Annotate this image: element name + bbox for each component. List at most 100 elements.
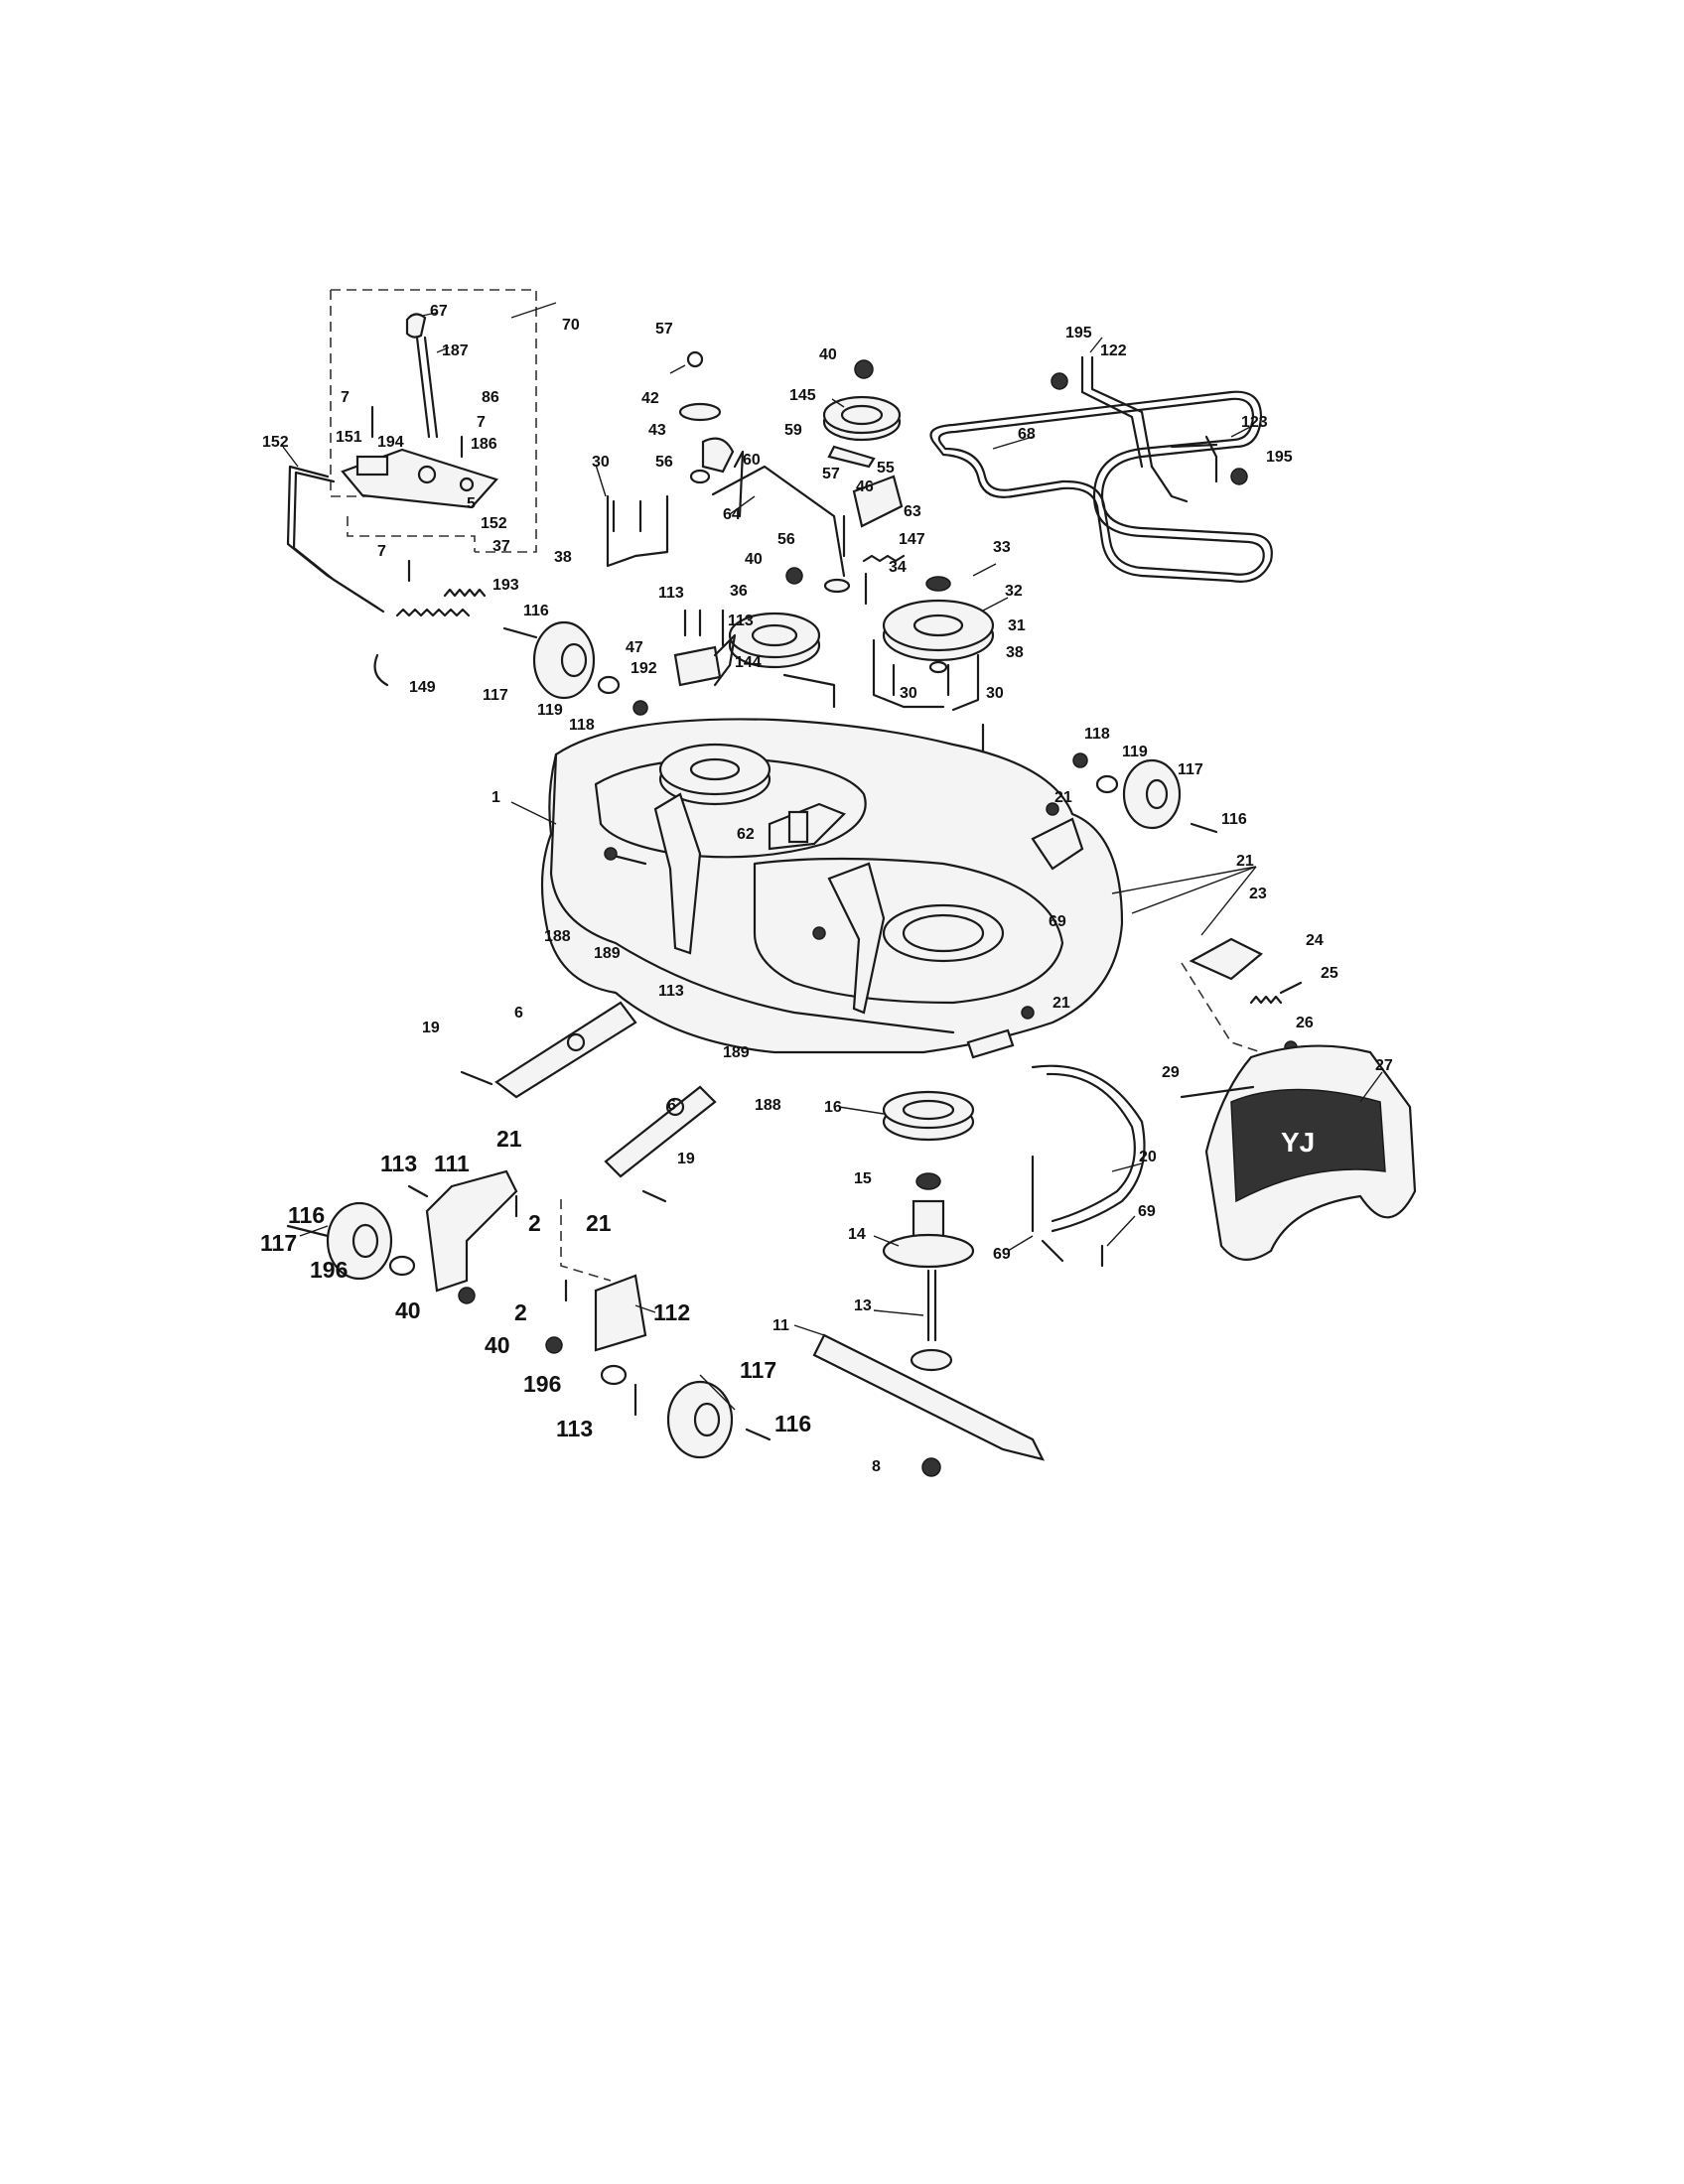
callout-194: 194: [377, 434, 404, 451]
callout-27: 27: [1375, 1057, 1393, 1074]
callout-5: 5: [467, 495, 476, 512]
callout-192: 192: [631, 660, 657, 677]
callout-56: 56: [655, 454, 673, 471]
callout-68: 68: [1018, 426, 1036, 443]
callout-47: 47: [626, 639, 643, 656]
callout-196: 196: [310, 1257, 348, 1283]
callout-21: 21: [1052, 995, 1070, 1012]
callout-117: 117: [260, 1230, 297, 1256]
callout-16: 16: [824, 1099, 842, 1116]
chute-logo: YJ: [1281, 1127, 1315, 1158]
callout-30: 30: [900, 685, 917, 702]
callout-31: 31: [1008, 617, 1026, 634]
callout-34: 34: [889, 559, 907, 576]
callout-7: 7: [377, 543, 386, 560]
callout-144: 144: [735, 654, 762, 671]
front-bumper-bar: [1031, 1064, 1146, 1268]
front-wheel-assembly-112: [545, 1199, 772, 1459]
callout-42: 42: [641, 390, 659, 407]
callout-15: 15: [854, 1170, 872, 1187]
callout-40: 40: [745, 551, 763, 568]
callout-30: 30: [592, 454, 610, 471]
callout-24: 24: [1306, 932, 1324, 949]
callout-38: 38: [554, 549, 572, 566]
callout-40: 40: [819, 346, 837, 363]
callout-21: 21: [496, 1126, 522, 1152]
callout-23: 23: [1249, 886, 1267, 902]
callout-21: 21: [1054, 789, 1072, 806]
mower-blade: [812, 1333, 1046, 1477]
callout-188: 188: [755, 1097, 781, 1114]
callout-152: 152: [262, 434, 289, 451]
callout-118: 118: [569, 717, 595, 734]
callout-152: 152: [481, 515, 507, 532]
gauge-wheel-left-rear: [502, 620, 648, 716]
callout-189: 189: [723, 1044, 750, 1061]
callout-189: 189: [594, 945, 621, 962]
callout-116: 116: [523, 603, 549, 619]
callout-6: 6: [667, 1097, 676, 1114]
front-wheel-assembly-111: [286, 1169, 518, 1304]
callout-21: 21: [586, 1210, 612, 1236]
callout-29: 29: [1162, 1064, 1180, 1081]
callout-63: 63: [904, 503, 921, 520]
callout-46: 46: [856, 478, 874, 495]
callout-59: 59: [784, 422, 802, 439]
callout-113: 113: [658, 983, 684, 1000]
callout-56: 56: [777, 531, 795, 548]
callout-11: 11: [772, 1317, 789, 1334]
callouts: 67 70 187 7 86 7 151 194 186 152 5 152 7…: [260, 303, 1393, 1475]
pulley-32: [882, 576, 995, 674]
callout-25: 25: [1321, 965, 1338, 982]
callout-40: 40: [395, 1297, 421, 1323]
callout-113: 113: [728, 613, 754, 629]
leader-lines: [282, 302, 1383, 1411]
callout-7: 7: [341, 389, 350, 406]
callout-195: 195: [1266, 449, 1293, 466]
callout-33: 33: [993, 539, 1011, 556]
callout-116: 116: [288, 1202, 325, 1228]
callout-8: 8: [872, 1458, 881, 1475]
drive-belt: [929, 390, 1273, 583]
callout-2: 2: [528, 1210, 541, 1236]
callout-117: 117: [740, 1357, 776, 1383]
callout-57: 57: [822, 466, 840, 482]
callout-116: 116: [1221, 811, 1247, 828]
callout-118: 118: [1084, 726, 1110, 743]
callout-187: 187: [442, 342, 469, 359]
belt-guide-wire: [1051, 355, 1248, 503]
callout-7: 7: [477, 414, 486, 431]
callout-36: 36: [730, 583, 748, 600]
mower-deck: [540, 718, 1124, 1059]
callout-2: 2: [514, 1299, 527, 1325]
callout-149: 149: [409, 679, 436, 696]
discharge-chute: YJ: [1180, 1044, 1417, 1261]
callout-69: 69: [1049, 913, 1066, 930]
callout-14: 14: [848, 1226, 866, 1243]
callout-188: 188: [544, 928, 571, 945]
callout-37: 37: [492, 538, 510, 555]
callout-20: 20: [1139, 1149, 1157, 1165]
callout-69: 69: [993, 1246, 1011, 1263]
callout-117: 117: [1178, 761, 1203, 778]
rear-wheel-arms: [460, 1001, 717, 1203]
callout-119: 119: [1122, 744, 1148, 760]
callout-151: 151: [336, 429, 362, 446]
callout-145: 145: [789, 387, 816, 404]
callout-32: 32: [1005, 583, 1023, 600]
callout-19: 19: [677, 1151, 695, 1167]
blade-spindle: [882, 1090, 975, 1372]
callout-70: 70: [562, 317, 580, 334]
callout-6: 6: [514, 1005, 523, 1022]
callout-113: 113: [658, 585, 684, 602]
callout-113: 113: [380, 1151, 417, 1176]
callout-122: 122: [1100, 342, 1127, 359]
callout-112: 112: [653, 1299, 690, 1325]
idler-pulley-145: [822, 359, 902, 469]
callout-43: 43: [648, 422, 666, 439]
callout-113: 113: [556, 1416, 593, 1441]
callout-40: 40: [485, 1332, 510, 1358]
callout-86: 86: [482, 389, 499, 406]
callout-147: 147: [899, 531, 925, 548]
